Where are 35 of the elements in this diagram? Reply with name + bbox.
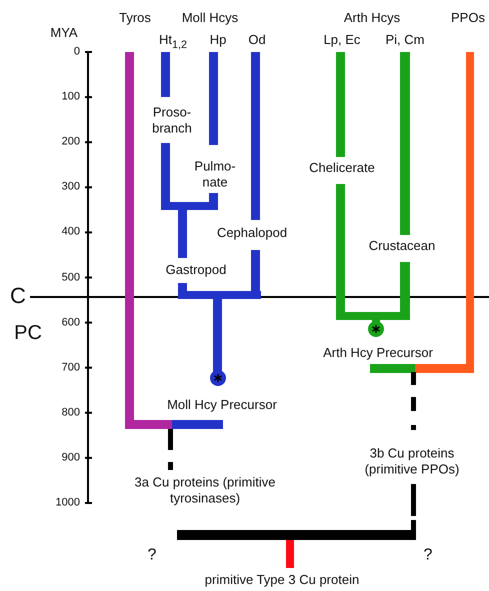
column-label: Pi, Cm <box>386 32 424 48</box>
axis-tick-label: 700 <box>62 361 80 374</box>
axis-tick-label: 200 <box>62 136 80 149</box>
axis-tick-label: 600 <box>62 316 80 330</box>
question-mark: ? <box>424 545 432 565</box>
precursor-label: Moll Hcy Precursor <box>167 397 277 413</box>
axis-tick-label: 0 <box>74 45 80 59</box>
column-label: Tyros <box>119 10 151 26</box>
clade-label: Pulmo- nate <box>193 158 237 190</box>
question-mark: ? <box>148 545 156 565</box>
root-label: primitive Type 3 Cu protein <box>204 572 360 588</box>
column-label: Lp, Ec <box>324 32 360 48</box>
axis-tick-label: 900 <box>62 451 80 464</box>
group-label: 3a Cu proteins (primitive tyrosinases) <box>134 474 276 506</box>
axis-title: MYA <box>50 25 78 41</box>
clade-label: Proso- branch <box>151 104 193 136</box>
column-label: Hp <box>210 32 226 48</box>
clade-label: Cephalopod <box>216 225 288 241</box>
column-label: Moll Hcys <box>182 10 238 26</box>
column-label: Od <box>248 32 266 48</box>
column-label: Arth Hcys <box>344 10 400 26</box>
clade-label: Crustacean <box>368 238 436 254</box>
axis-tick-label: 400 <box>62 226 80 239</box>
precursor-label: Arth Hcy Precursor <box>323 345 433 361</box>
axis-tick-label: 1000 <box>56 496 80 510</box>
era-label: PC <box>14 321 42 345</box>
clade-label: Chelicerate <box>309 160 375 176</box>
era-label: C <box>10 282 26 310</box>
axis-tick-label: 300 <box>62 180 80 194</box>
column-label: Ht$_{1,2}$ <box>158 32 188 52</box>
axis-tick-label: 800 <box>62 406 80 420</box>
column-label: PPOs <box>451 10 485 26</box>
axis-tick-label: 100 <box>62 90 80 104</box>
clade-label: Gastropod <box>166 262 226 278</box>
axis-tick-label: 500 <box>62 270 80 284</box>
